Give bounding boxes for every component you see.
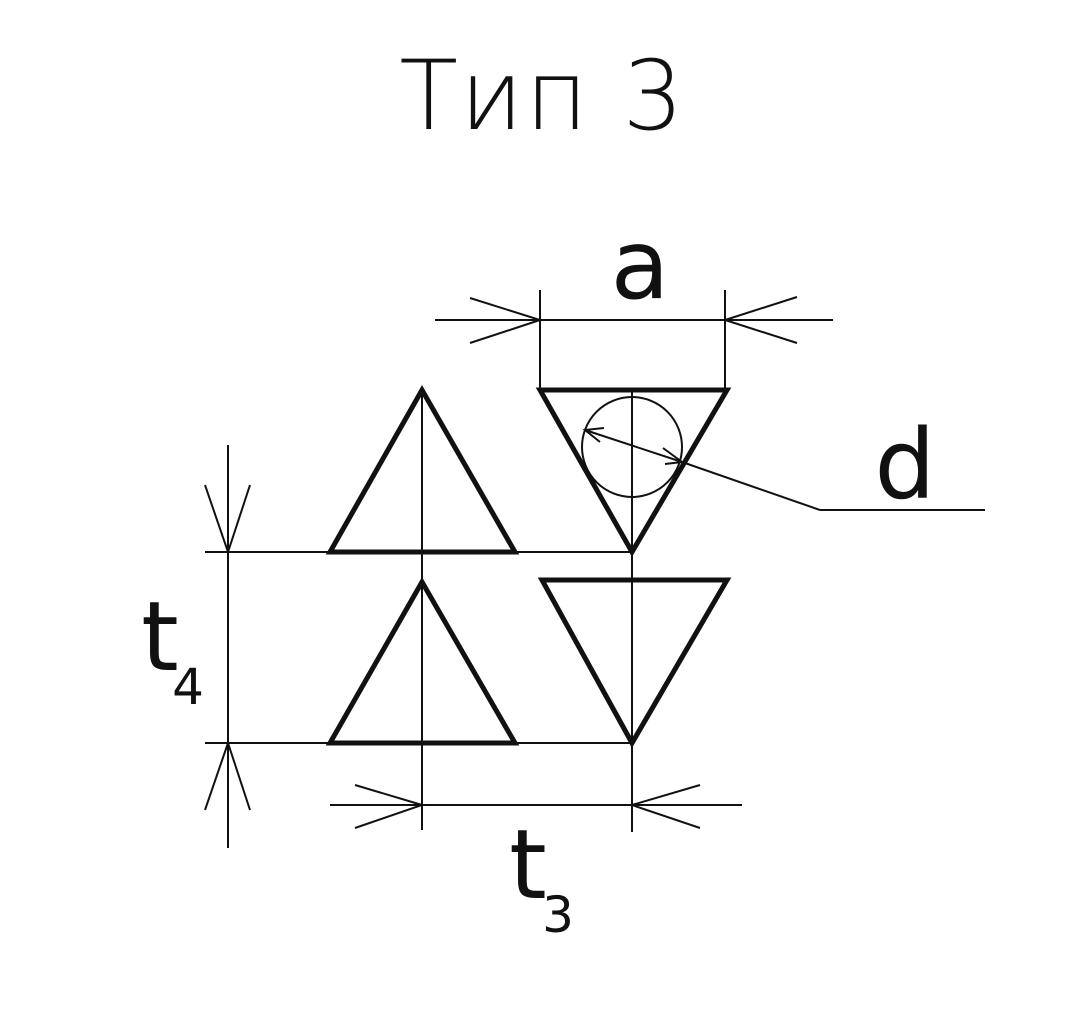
- label-t4-subscript: 4: [172, 658, 204, 716]
- triangle-down-top: [535, 387, 732, 558]
- diagram-title: Тип 3: [399, 40, 686, 152]
- dimension-d-leader: [582, 427, 985, 511]
- label-d: d: [875, 409, 936, 521]
- inscribed-circle: [581, 396, 683, 498]
- label-t4: t: [141, 581, 179, 693]
- label-a: a: [611, 209, 670, 321]
- dimension-a: [435, 290, 833, 390]
- triangle-up-bottom: [325, 576, 520, 746]
- triangle-down-bottom: [537, 577, 732, 749]
- triangle-up-top: [325, 384, 520, 555]
- label-t3-subscript: 3: [542, 886, 574, 944]
- label-t3: t: [509, 809, 547, 921]
- dimension-t4: [204, 445, 251, 848]
- dimension-t3: [330, 784, 742, 829]
